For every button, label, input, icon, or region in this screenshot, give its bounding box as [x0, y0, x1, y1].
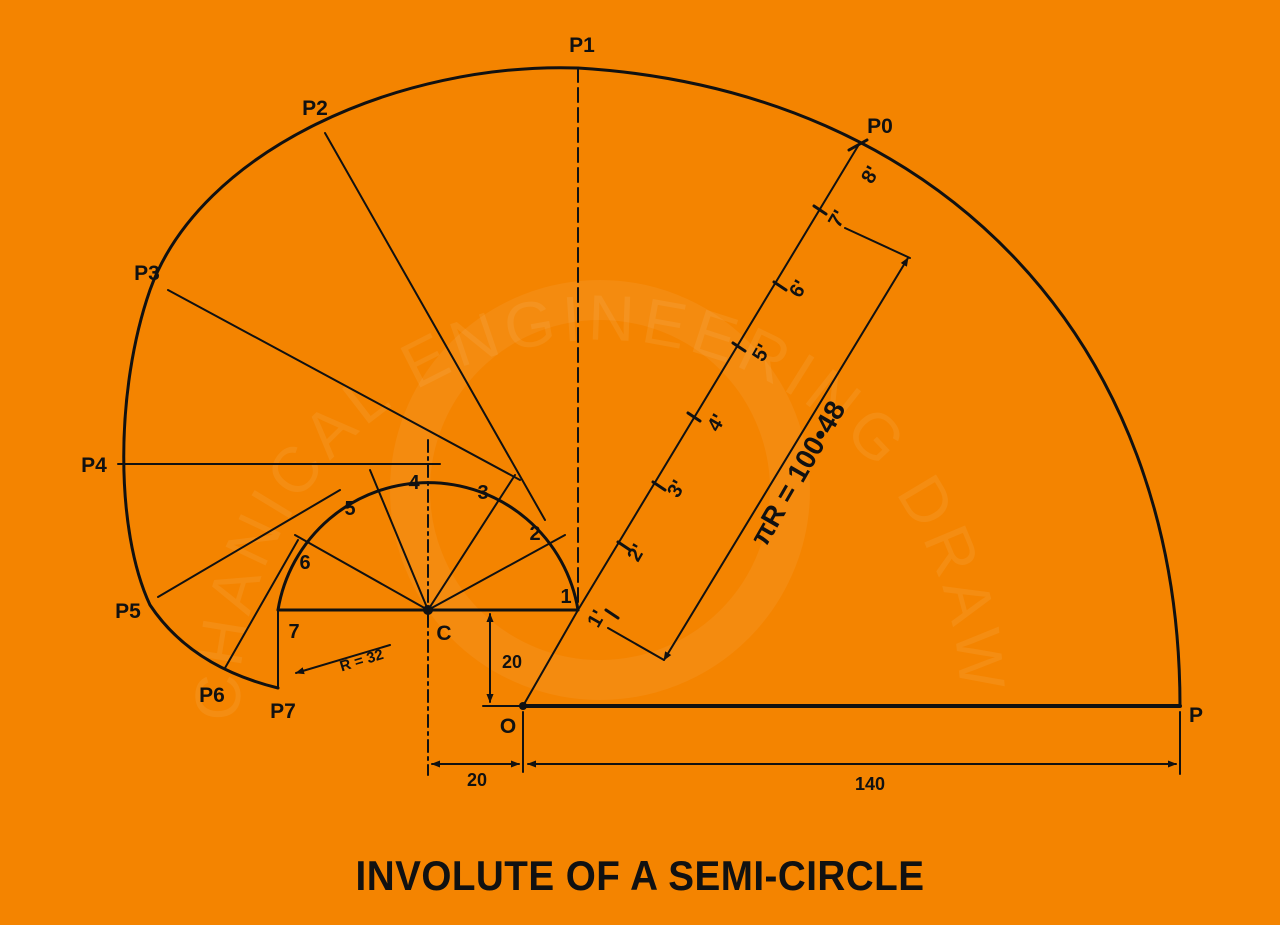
watermark: MECHANICAL ENGINEERING DRAWING: [0, 0, 1013, 721]
label-o: O: [500, 715, 516, 738]
label-p0: P0: [867, 115, 893, 138]
label-p2: P2: [302, 97, 328, 120]
watermark-text: MECHANICAL ENGINEERING DRAWING: [0, 0, 1013, 721]
scale-mark-4: 4': [703, 411, 730, 436]
division-5: 5: [344, 498, 355, 520]
label-p7: P7: [270, 700, 296, 723]
radial-lines: [294, 469, 566, 611]
division-1: 1: [560, 586, 571, 608]
label-p1: P1: [569, 34, 595, 57]
involute-curve: [122, 66, 1182, 708]
drawing-title: INVOLUTE OF A SEMI-CIRCLE: [355, 852, 925, 899]
arc-dimension-line: [663, 257, 909, 661]
point-o-dot: [519, 702, 527, 710]
label-p5: P5: [115, 600, 141, 623]
dim-vertical-20: 20: [502, 652, 522, 672]
arc-dim-ext-bottom: [607, 627, 665, 661]
scale-mark-7: 7': [824, 207, 851, 232]
label-c: C: [436, 622, 451, 645]
division-6: 6: [299, 552, 310, 574]
arc-dim-ext-top: [844, 227, 911, 259]
scale-mark-6: 6': [785, 277, 812, 302]
radius-leader: [295, 644, 391, 675]
scale-mark-3: 3': [663, 477, 690, 502]
division-3: 3: [477, 482, 488, 504]
scale-mark-8: 8': [857, 163, 884, 188]
label-p6: P6: [199, 684, 225, 707]
svg-text:MECHANICAL ENGINEERING DRAWING: MECHANICAL ENGINEERING DRAWING: [0, 0, 1013, 721]
dim-horizontal-20: 20: [467, 770, 487, 790]
scale-mark-2: 2': [623, 541, 650, 566]
label-p3: P3: [134, 262, 160, 285]
dim-140: 140: [855, 774, 885, 794]
division-7: 7: [288, 621, 299, 643]
label-p4: P4: [81, 454, 107, 477]
o-to-1-line: [522, 609, 579, 707]
center-point: [423, 605, 433, 615]
division-2: 2: [529, 523, 540, 545]
label-p: P: [1189, 704, 1203, 727]
radius-label: R = 32: [338, 646, 386, 675]
division-4: 4: [408, 472, 420, 494]
